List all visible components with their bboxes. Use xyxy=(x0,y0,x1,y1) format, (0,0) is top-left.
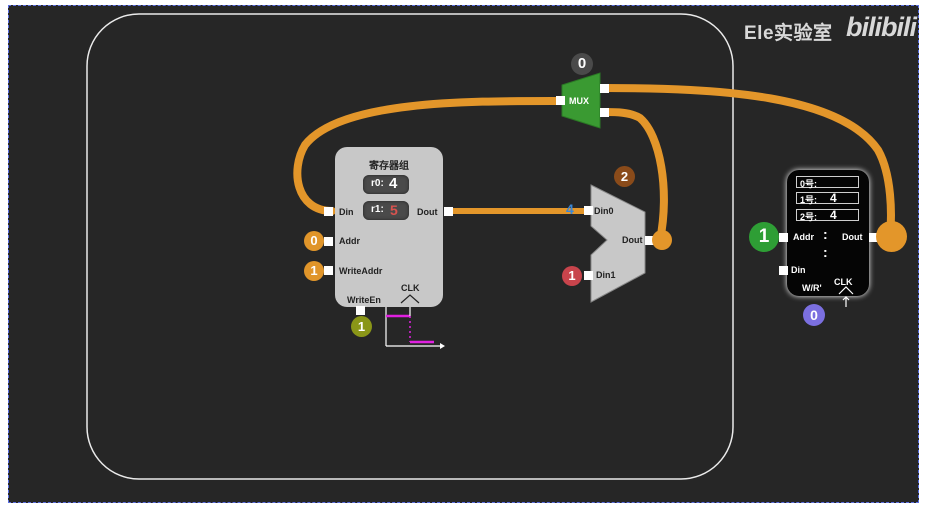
bilibili-logo: bilibili xyxy=(846,12,917,42)
alu-dout-port[interactable] xyxy=(645,236,654,245)
memory-cell-2-name: 2号: xyxy=(800,212,818,222)
din1-input-bubble[interactable]: 1 xyxy=(562,266,582,286)
register-r1-name: r1: xyxy=(371,204,384,215)
memory-addr-label: Addr xyxy=(793,232,814,242)
addr-port[interactable] xyxy=(324,237,333,246)
memory-din-port[interactable] xyxy=(779,266,788,275)
write-en-input-bubble[interactable]: 1 xyxy=(351,316,372,337)
register-r1-value: 5 xyxy=(390,202,398,218)
write-addr-label: WriteAddr xyxy=(339,266,383,276)
write-en-label: WriteEn xyxy=(347,295,381,305)
memory-unit: 0号: 1号: 4 2号: 4 Addr Dout : : Din W/R' C… xyxy=(787,170,869,296)
mux-select-bubble[interactable]: 0 xyxy=(571,53,593,75)
memory-ellipsis-bottom: : xyxy=(823,244,828,260)
memory-addr-port[interactable] xyxy=(779,233,788,242)
register-r0-value: 4 xyxy=(389,175,398,192)
alu-din0-port[interactable] xyxy=(584,206,593,215)
memory-cell-1-value: 4 xyxy=(830,191,837,205)
mux-output-port-top[interactable] xyxy=(600,84,609,93)
dout-label: Dout xyxy=(417,207,438,217)
memory-cell-2: 2号: 4 xyxy=(796,208,859,222)
memory-clk-label: CLK xyxy=(834,277,853,287)
canvas-frame xyxy=(8,5,919,503)
mux-shape xyxy=(561,72,601,129)
datapath-boundary xyxy=(86,13,734,480)
memory-cell-1-name: 1号: xyxy=(800,195,818,205)
memory-cell-0-name: 0号: xyxy=(800,179,818,189)
memory-cell-1: 1号: 4 xyxy=(796,191,859,205)
write-en-port[interactable] xyxy=(356,306,365,315)
din-port[interactable] xyxy=(324,207,333,216)
clk-label: CLK xyxy=(401,283,420,293)
memory-wr-input-bubble[interactable]: 0 xyxy=(803,304,825,326)
wire-mux-to-din xyxy=(293,96,564,215)
din-label: Din xyxy=(339,207,354,217)
memory-wr-label: W/R' xyxy=(802,283,822,293)
clock-edge-icon xyxy=(400,294,420,304)
wire-alu-to-mux xyxy=(601,108,668,244)
channel-watermark: Ele实验室 xyxy=(744,23,833,44)
memory-dout-label: Dout xyxy=(842,232,863,242)
alu-din1-label: Din1 xyxy=(596,270,616,280)
memory-output-bubble xyxy=(876,221,907,252)
memory-cell-0: 0号: xyxy=(796,176,859,189)
mux-input-port[interactable] xyxy=(556,96,565,105)
register-r0-name: r0: xyxy=(371,178,384,189)
write-addr-port[interactable] xyxy=(324,266,333,275)
dout-port[interactable] xyxy=(444,207,453,216)
register-r1: r1: 5 xyxy=(363,201,409,220)
memory-ellipsis-top: : xyxy=(823,226,828,242)
memory-cell-2-value: 4 xyxy=(830,208,837,222)
memory-dout-port[interactable] xyxy=(869,233,878,242)
mux-output-port-bottom[interactable] xyxy=(600,108,609,117)
alu-din1-port[interactable] xyxy=(584,271,593,280)
alu-output-bubble xyxy=(652,230,672,250)
memory-clock-edge-icon xyxy=(838,286,854,307)
addr-input-bubble[interactable]: 0 xyxy=(304,231,324,251)
alu-dout-label: Dout xyxy=(622,235,643,245)
alu-din0-label: Din0 xyxy=(594,206,614,216)
din0-value-marker: 4 xyxy=(566,201,574,217)
register-r0: r0: 4 xyxy=(363,175,409,194)
mux-label: MUX xyxy=(569,96,589,106)
write-addr-input-bubble[interactable]: 1 xyxy=(304,261,324,281)
memory-din-label: Din xyxy=(791,265,806,275)
register-file: 寄存器组 r0: 4 r1: 5 Din Dout Addr WriteAddr… xyxy=(335,147,443,307)
alu-select-bubble[interactable]: 2 xyxy=(614,166,635,187)
wire-memory-to-mux xyxy=(600,84,895,240)
addr-label: Addr xyxy=(339,236,360,246)
register-file-title: 寄存器组 xyxy=(369,161,409,172)
memory-addr-input-bubble[interactable]: 1 xyxy=(749,222,779,252)
